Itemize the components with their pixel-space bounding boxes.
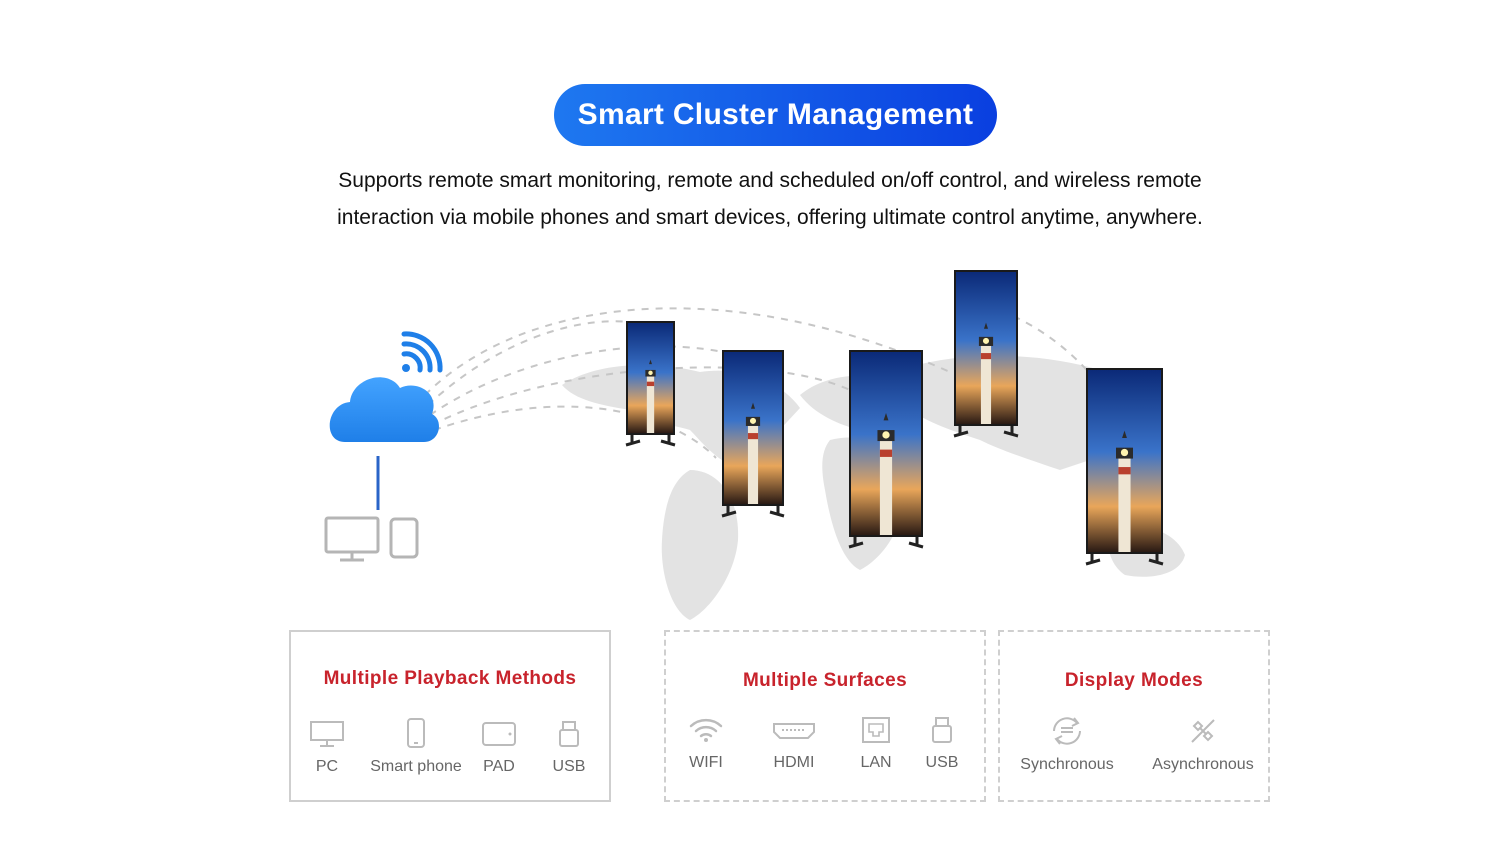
sync-icon [1053, 717, 1081, 745]
phone-icon [407, 718, 425, 748]
panel-title-display-modes: Display Modes [1064, 670, 1204, 691]
playback-usb: USB [547, 720, 591, 776]
phone-icon [389, 517, 419, 559]
panel-title-surfaces: Multiple Surfaces [742, 670, 908, 691]
playback-pc-label: PC [315, 758, 339, 775]
page-title: Smart Cluster Management [554, 84, 997, 146]
surface-usb: USB [920, 716, 964, 772]
async-icon [1191, 719, 1215, 743]
panel-display-modes: Display Modes Synchronous Asynchronous [998, 630, 1270, 802]
panel-title-playback: Multiple Playback Methods [323, 668, 577, 689]
mode-synchronous: Synchronous [1012, 716, 1122, 774]
mode-asynchronous: Asynchronous [1140, 716, 1266, 774]
hdmi-icon [773, 723, 815, 739]
playback-pad-label: PAD [483, 758, 515, 775]
cloud-icon [329, 377, 439, 442]
description-line-1: Supports remote smart monitoring, remote… [338, 169, 1202, 192]
playback-smartphone-label: Smart phone [370, 758, 462, 775]
poster-display [953, 270, 1019, 438]
wifi-icon [401, 331, 443, 373]
poster-display [721, 350, 785, 518]
poster-displays [625, 270, 1164, 566]
surface-wifi: WIFI [682, 716, 730, 772]
lan-icon [862, 717, 890, 743]
surface-wifi-label: WIFI [689, 754, 723, 771]
description-line-2: interaction via mobile phones and smart … [337, 206, 1203, 229]
mode-synchronous-label: Synchronous [1020, 756, 1114, 773]
mode-asynchronous-label: Asynchronous [1152, 756, 1254, 773]
surface-lan: LAN [854, 716, 898, 772]
poster-display [625, 321, 676, 447]
surface-hdmi-label: HDMI [773, 754, 815, 771]
usb-icon [932, 717, 952, 743]
panel-surfaces: Multiple Surfaces WIFI HDMI LAN USB [664, 630, 986, 802]
tablet-icon [482, 722, 516, 746]
poster-display [1085, 368, 1164, 566]
usb-icon [559, 721, 579, 747]
monitor-icon [310, 721, 344, 747]
surface-usb-label: USB [925, 754, 959, 771]
page-description: Supports remote smart monitoring, remote… [270, 162, 1270, 236]
surface-hdmi: HDMI [766, 716, 822, 772]
poster-display [848, 350, 924, 549]
wifi-icon [689, 718, 723, 742]
playback-pc: PC [303, 720, 351, 776]
panel-playback-methods: Multiple Playback Methods PC Smart phone… [289, 630, 611, 802]
playback-smartphone: Smart phone [361, 718, 471, 776]
playback-usb-label: USB [552, 758, 586, 775]
surface-lan-label: LAN [860, 754, 892, 771]
playback-pad: PAD [477, 720, 521, 776]
monitor-icon [324, 516, 380, 562]
